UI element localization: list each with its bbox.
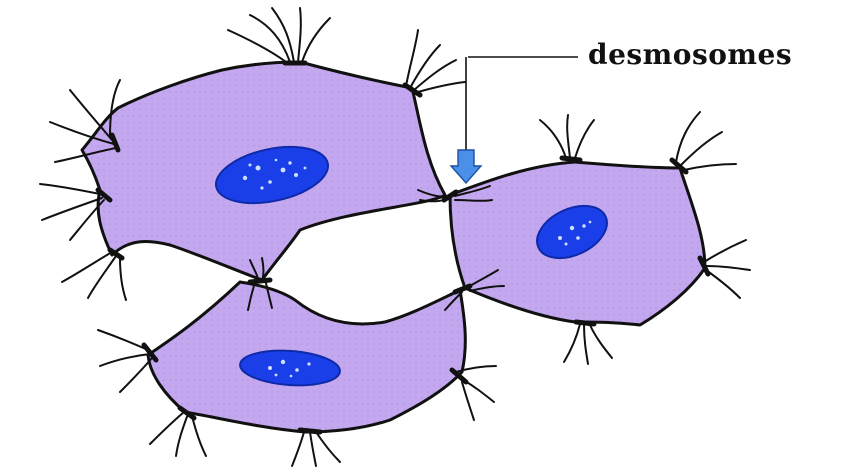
down-arrow-icon: [451, 150, 481, 183]
desmosomes-label: desmosomes: [588, 38, 792, 71]
cell-bottom: [148, 282, 465, 432]
cell-top-left: [82, 62, 445, 280]
